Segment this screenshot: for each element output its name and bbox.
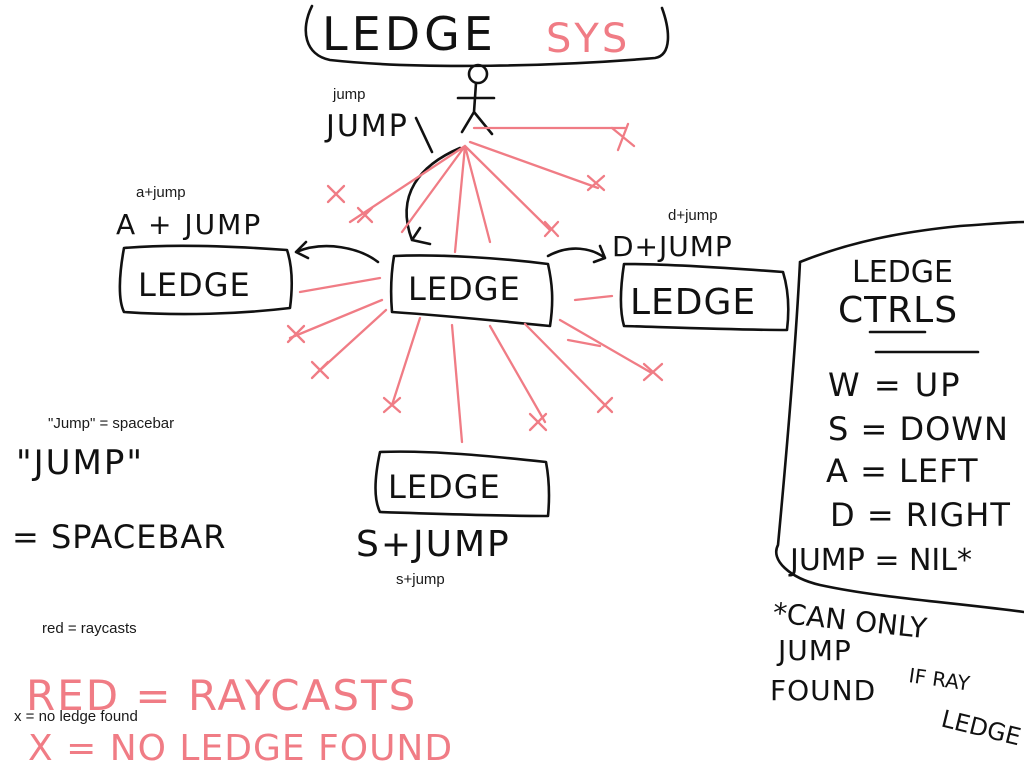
arrow-center-to-left [294, 240, 380, 264]
legend-x-hand: X = NO LEDGE FOUND [28, 728, 453, 765]
transition-bottom-typed: s+jump [396, 571, 445, 588]
controls-row-d: D = RIGHT [830, 496, 1011, 534]
ledge-right-label: LEDGE [630, 282, 756, 323]
controls-row-w: W = UP [828, 366, 962, 404]
controls-row-a: A = LEFT [826, 452, 978, 490]
arrow-center-to-right [546, 244, 607, 264]
controls-row-s: S = DOWN [828, 410, 1009, 448]
title-ledge: LEDGE [322, 7, 497, 61]
transition-right-hand: D+JUMP [612, 230, 733, 263]
legend-jump-hand-1: "JUMP" [16, 443, 144, 483]
player-caption-typed: jump [333, 86, 366, 103]
controls-note-if-ray: IF RAY [907, 663, 972, 695]
controls-row-jump: JUMP = NIL* [788, 543, 972, 578]
stick-figure [456, 63, 496, 136]
legend-x-typed: x = no ledge found [14, 708, 138, 725]
controls-title-line1: LEDGE [852, 255, 953, 290]
controls-panel-box [775, 220, 1024, 614]
legend-jump-hand-2: = SPACEBAR [12, 518, 227, 556]
transition-left-typed: a+jump [136, 184, 186, 201]
ledge-box-center [389, 254, 554, 328]
ledge-bottom-label: LEDGE [388, 468, 501, 506]
ledge-box-left [118, 244, 293, 316]
ledge-center-label: LEDGE [408, 270, 521, 308]
title-box [304, 4, 670, 68]
legend-jump-typed: "Jump" = spacebar [48, 415, 175, 432]
ledge-left-label: LEDGE [138, 266, 251, 304]
controls-note-line3: FOUND [770, 674, 876, 707]
player-caption-hand: JUMP [324, 109, 409, 144]
controls-note-line4: LEDGE [939, 705, 1024, 752]
ledge-box-bottom [374, 450, 551, 518]
controls-note-line2: JUMP [776, 634, 852, 667]
legend-red-typed: red = raycasts [42, 620, 137, 637]
transition-right-typed: d+jump [668, 207, 718, 224]
transition-bottom-hand: S+JUMP [356, 524, 511, 565]
raycasts [286, 122, 664, 444]
controls-title-line2: CTRLS [838, 290, 958, 331]
legend-red-hand: RED = RAYCASTS [26, 671, 417, 720]
ledge-box-right [619, 262, 790, 332]
transition-left-hand: A + JUMP [116, 208, 262, 241]
title-sys: SYS [546, 16, 630, 62]
arrow-figure-to-center [405, 146, 462, 246]
